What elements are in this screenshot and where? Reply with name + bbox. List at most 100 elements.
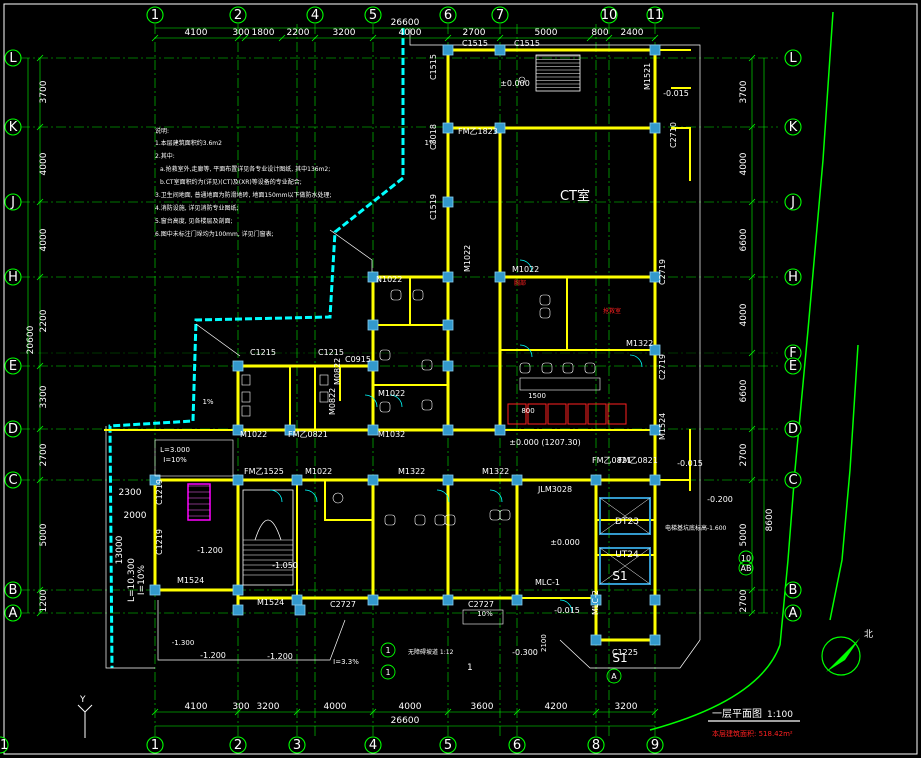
door-window-code: FM乙0821 [288, 430, 328, 439]
axis-bubble-label: H [8, 270, 18, 285]
column [442, 44, 454, 56]
dimension-text: 4000 [324, 702, 347, 712]
detail-bubble [380, 642, 396, 658]
dimension-tick [369, 708, 377, 716]
detail-bubble-label: 10 [741, 554, 751, 563]
toilet [241, 405, 251, 417]
column [232, 604, 244, 616]
dimension-tick [293, 708, 301, 716]
dimension-tick [748, 609, 756, 617]
red-tag: 抢救室 [603, 307, 621, 315]
room-label: S1 [612, 651, 627, 665]
column [442, 122, 454, 134]
dimension-tick [748, 476, 756, 484]
axis-bubble-label: E [789, 359, 797, 374]
door-window-code: C1515 [429, 54, 438, 80]
ramp-note: 无障碍坡道 1:12 [408, 648, 454, 656]
walls [104, 48, 691, 642]
dimension-text: 2700 [463, 28, 486, 38]
axis-bubble-label: 1 [151, 738, 159, 753]
column [511, 474, 523, 486]
room-label: 1% [424, 139, 435, 147]
door-window-code: C1515 [514, 39, 540, 48]
dimension-text: 2200 [287, 28, 310, 38]
column [649, 474, 661, 486]
dimension-total: 26600 [391, 716, 420, 726]
axis-bubble [306, 6, 324, 24]
small-dim: 2100 [540, 634, 548, 652]
dimension-text: 5000 [39, 523, 49, 546]
chair [390, 289, 402, 301]
chair [499, 509, 511, 521]
dimension-tick [36, 54, 44, 62]
room-label: ±0.000 (1207.30) [509, 438, 580, 447]
chair [489, 509, 501, 521]
axis-bubble-label: 7 [496, 8, 504, 23]
column [442, 360, 454, 372]
design-notes: 说明: 1.本层建筑面积约3.6m2 2.其中: a.抢救室外,走廊等, 平面布… [155, 127, 332, 238]
shaft [187, 483, 211, 521]
axis-bubble [587, 736, 605, 754]
cyan-boundary [108, 28, 405, 669]
axis-bubble-label: L [9, 51, 17, 66]
column [367, 360, 379, 372]
dimension-total: 8600 [765, 508, 775, 531]
floor-area: 本层建筑面积: 518.42m² [712, 729, 793, 738]
dimension-text: 4000 [39, 228, 49, 251]
roof-outline [157, 600, 346, 661]
dimension-text: 300 [232, 28, 249, 38]
dimension-tick [36, 609, 44, 617]
elevator-x [599, 547, 651, 585]
red-equipment [527, 403, 547, 425]
dimension-text: 5000 [535, 28, 558, 38]
axis-bubble-label: 6 [513, 738, 521, 753]
elevator [599, 497, 651, 535]
door-window-code: C1219 [155, 529, 164, 555]
north-label: 北 [864, 629, 873, 640]
column [367, 594, 379, 606]
axis-bubble-label: E [9, 359, 17, 374]
note-line: 2.其中: [155, 152, 175, 160]
section-mark: 1 [467, 663, 473, 673]
door-window-code: FM乙0821 [592, 456, 632, 465]
room-label: UT24 [615, 550, 639, 560]
axis-bubble [4, 471, 22, 489]
chair [421, 399, 433, 411]
detail-bubble [606, 668, 622, 684]
axis-bubble [491, 6, 509, 24]
note-line: 5.窗台高度, 见各楼层及剖面; [155, 217, 233, 225]
red-equipment [567, 403, 587, 425]
dimension-text: L=10.300 [127, 558, 137, 602]
detail-bubble-label: 1 [385, 646, 390, 655]
red-tag: 胸部 [514, 279, 526, 287]
door-swing [436, 489, 450, 503]
title-block: 一层平面图 1:100 本层建筑面积: 518.42m² [708, 708, 800, 738]
fixtures [154, 54, 651, 625]
chair [584, 362, 596, 374]
dimension-text: 800 [591, 28, 608, 38]
door-window-code: C1515 [462, 39, 488, 48]
room-label: 10% [477, 610, 493, 618]
axis-bubble [4, 118, 22, 136]
door-window-code: M1032 [378, 430, 405, 439]
door-window-code: C1519 [429, 194, 438, 220]
column [649, 634, 661, 646]
axis-bubble [784, 49, 802, 67]
dimension-tick [748, 123, 756, 131]
room-label: -1.200 [197, 546, 223, 555]
axis-bubble-label: B [9, 583, 18, 598]
dimension-tick [496, 34, 504, 42]
fixture-circle [518, 76, 526, 84]
axis-bubble [784, 193, 802, 211]
door-window-code: FM乙1525 [244, 467, 284, 476]
room-label: -1.200 [200, 651, 226, 660]
column [442, 424, 454, 436]
roof-outline [195, 323, 241, 357]
dimension-text: 3700 [739, 80, 749, 103]
door-swing [559, 599, 573, 613]
door-window-code: C3018 [429, 124, 438, 150]
column [367, 474, 379, 486]
dimension-text: 6600 [739, 228, 749, 251]
elevator-note: 电梯基坑底标高-1.600 [665, 524, 727, 532]
